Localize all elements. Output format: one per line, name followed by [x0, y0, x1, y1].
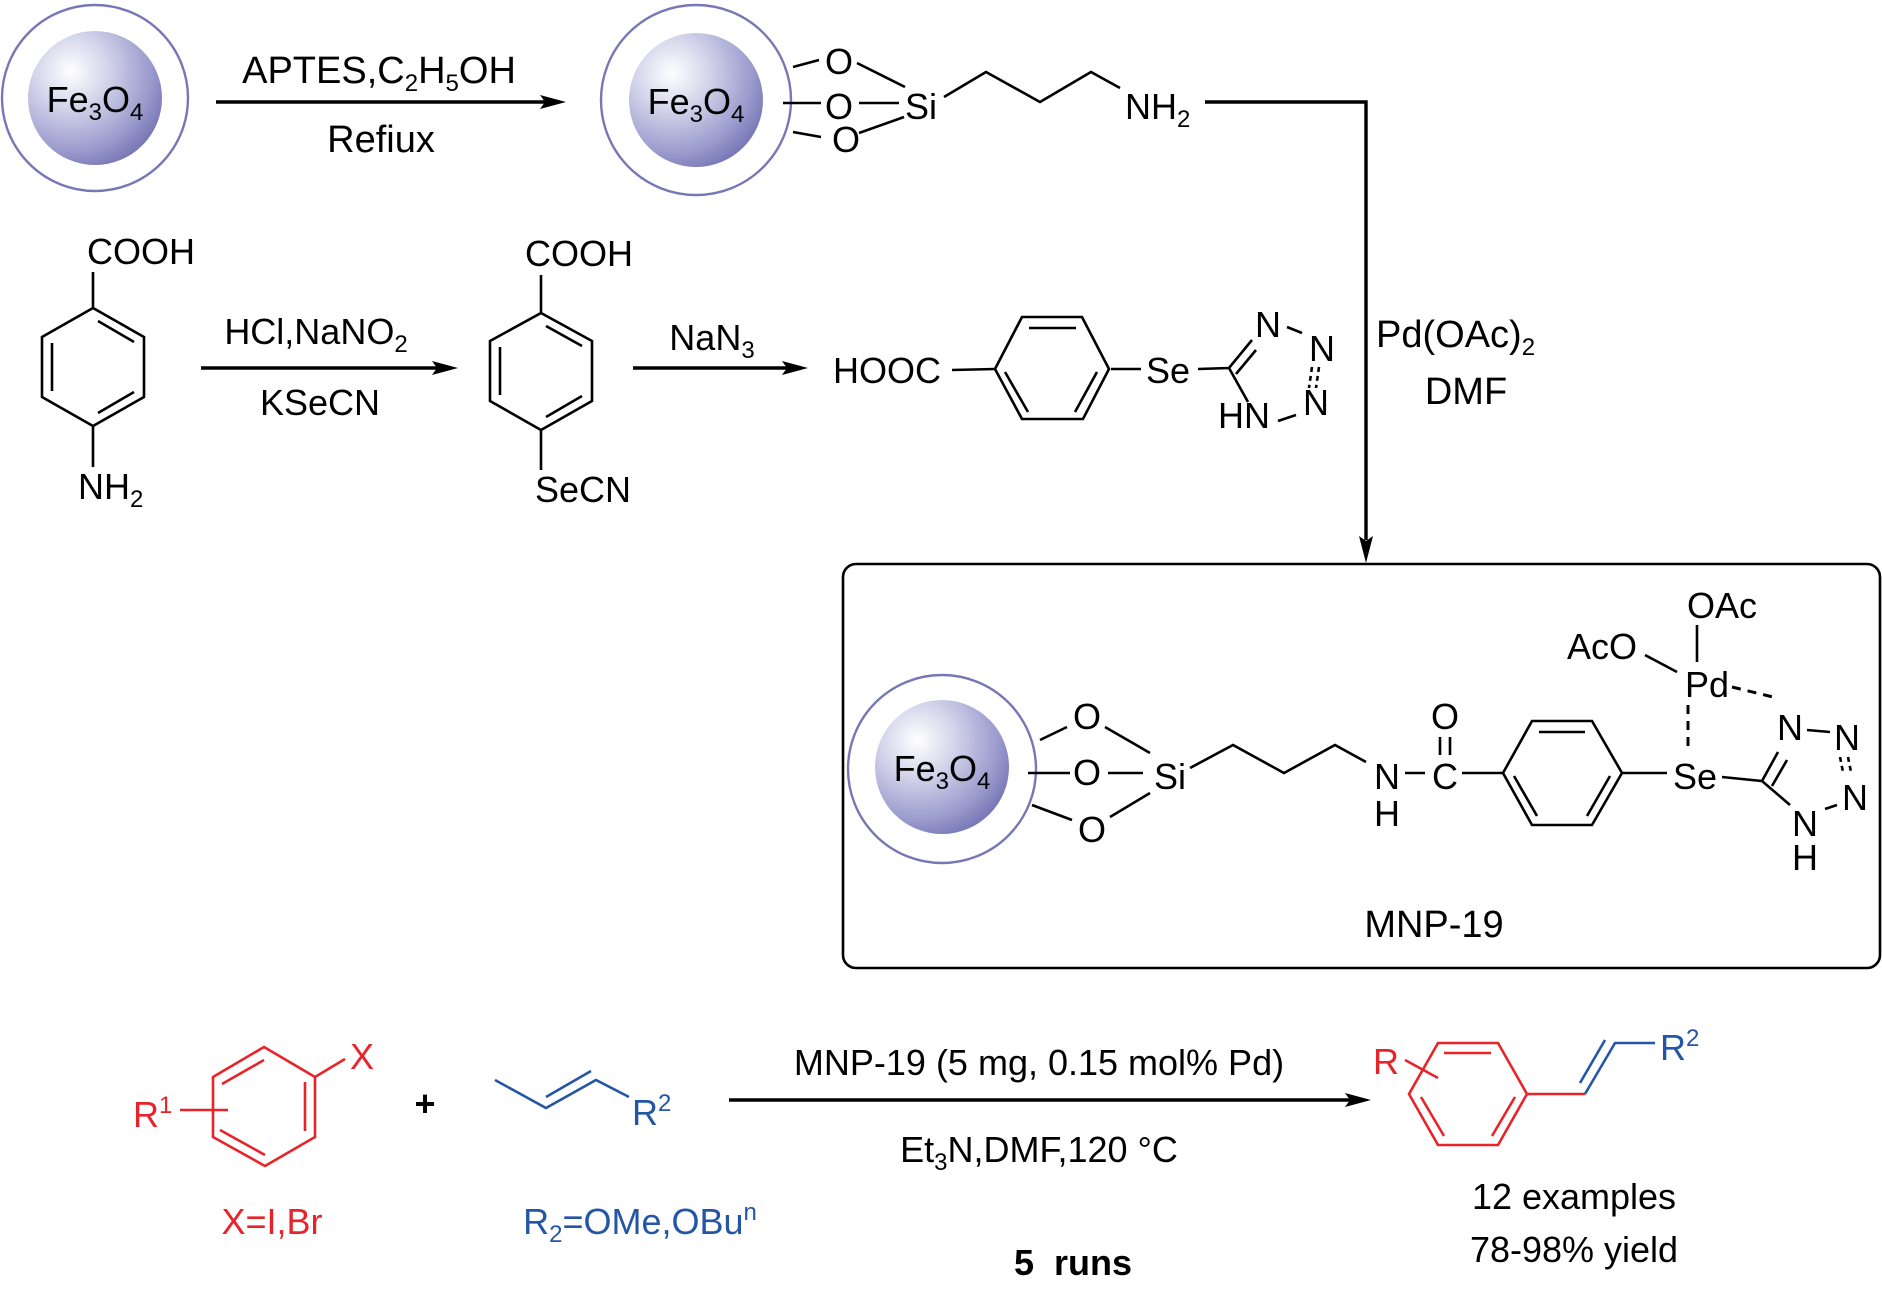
aminobenzoic-acid: COOH NH2: [40, 231, 195, 513]
step2-reagents-below: KSeCN: [260, 382, 380, 423]
alkene-definition: R2=OMe,OBun: [523, 1199, 757, 1248]
halide-definition: X=I,Br: [221, 1201, 322, 1242]
arrowhead: [1345, 1093, 1371, 1107]
catalyst-mnp19-box: Fe3O4 O O O Si N H C O Se Pd OAc AcO N N…: [841, 562, 1882, 970]
benzene-ring: [993, 315, 1111, 421]
heck-conditions-below: Et3N,DMF,120 °C: [900, 1129, 1178, 1176]
carbonyl-oxygen: O: [1431, 696, 1459, 737]
step3-arrow: NaN3: [633, 317, 808, 375]
nitrogen-atom: N: [1777, 707, 1803, 748]
benzene-ring: [1501, 719, 1624, 827]
tetrazole-bonds: [1721, 728, 1838, 811]
fe3o4-label: Fe3O4: [47, 79, 144, 126]
core-sphere: [28, 31, 162, 165]
amine-group: NH2: [1125, 86, 1190, 133]
oxygen-atom: O: [832, 119, 860, 160]
coupling-reagent-line1: Pd(OAc)2: [1376, 314, 1535, 361]
acetate-label: OAc: [1687, 585, 1757, 626]
propyl-chain: [1189, 743, 1367, 775]
silicon-atom: Si: [1154, 756, 1186, 797]
r-label: R: [1373, 1041, 1399, 1082]
shell-ring: [0, 3, 190, 193]
carboxyl-label: HOOC: [833, 350, 941, 391]
catalyst-frame: [841, 562, 1882, 970]
benzene-ring: [488, 311, 594, 432]
nitrogen-atom: N: [1309, 328, 1335, 369]
heck-arrow: MNP-19 (5 mg, 0.15 mol% Pd) Et3N,DMF,120…: [729, 1042, 1371, 1283]
step1-reagents-below: Refiux: [327, 119, 435, 161]
r2-label: R2: [1660, 1025, 1699, 1068]
core-sphere: [629, 33, 763, 167]
nitrogen-atom: N: [1792, 803, 1818, 844]
oxygen-atom: O: [1078, 809, 1106, 850]
step2-arrow: HCl,NaNO2 KSeCN: [201, 311, 458, 423]
shell-ring: [846, 673, 1038, 865]
nh-group: HN: [1218, 395, 1270, 436]
amide-nitrogen: N: [1374, 756, 1400, 797]
amine-label: NH2: [78, 466, 143, 513]
arrowhead: [540, 95, 566, 109]
nitrogen-atom: N: [1834, 717, 1860, 758]
oxygen-atom: O: [1073, 696, 1101, 737]
plus-sign: +: [414, 1083, 435, 1124]
siloxane-bonds: [1028, 725, 1151, 822]
pd-n-coordination: [1731, 685, 1778, 700]
selenium-atom: Se: [1673, 756, 1717, 797]
carboxyl-label: COOH: [87, 231, 195, 272]
nitrogen-atom: N: [1303, 382, 1329, 423]
arrowhead: [782, 361, 808, 375]
palladium-atom: Pd: [1685, 664, 1729, 705]
core-sphere: [875, 700, 1009, 834]
r2-label: R2: [632, 1090, 671, 1133]
examples-count: 12 examples: [1472, 1176, 1676, 1217]
fe3o4-nanoparticle-start: Fe3O4: [0, 3, 190, 193]
step2-reagents-above: HCl,NaNO2: [224, 311, 407, 358]
carboxyl-label: COOH: [525, 233, 633, 274]
catalyst-name: MNP-19: [1364, 904, 1503, 946]
aptes-functionalized-nanoparticle: Fe3O4 O O O Si NH2: [599, 3, 1190, 197]
arrowhead: [432, 361, 458, 375]
acetate-label: AcO: [1567, 626, 1637, 667]
propyl-chain: [943, 70, 1121, 104]
hydrogen-atom: H: [1792, 837, 1818, 878]
r1-label: R1: [133, 1092, 172, 1135]
heck-product: R R2 12 examples 78-98% yield: [1373, 1025, 1699, 1270]
carbonyl-carbon: C: [1432, 756, 1458, 797]
step1-reagents-above: APTES,C2H5OH: [242, 50, 516, 97]
silicon-atom: Si: [905, 86, 937, 127]
siloxane-bonds: [783, 58, 906, 139]
nitrogen-atom: N: [1255, 304, 1281, 345]
tetrazolylselanyl-benzoic-acid: HOOC Se N N N HN: [833, 304, 1335, 436]
coupling-reagent-line2: DMF: [1425, 371, 1507, 413]
coupling-arrow: Pd(OAc)2 DMF: [1205, 100, 1535, 563]
nitrogen-atom: N: [1842, 777, 1868, 818]
arrowhead: [1359, 536, 1373, 563]
benzene-ring: [211, 1045, 317, 1168]
fe3o4-label: Fe3O4: [894, 748, 991, 795]
oxygen-atom: O: [825, 86, 853, 127]
recycle-runs: 5 runs: [1014, 1242, 1132, 1283]
tetrazole-bonds: [1197, 325, 1303, 423]
step3-reagent: NaN3: [669, 317, 754, 364]
alkene-reactant: R2 R2=OMe,OBun: [494, 1069, 757, 1248]
aryl-halide: X R1 X=I,Br: [133, 1036, 374, 1242]
oxygen-atom: O: [825, 41, 853, 82]
benzene-ring: [40, 306, 146, 428]
amide-hydrogen: H: [1374, 793, 1400, 834]
halide-x-label: X: [350, 1036, 374, 1077]
heck-conditions-above: MNP-19 (5 mg, 0.15 mol% Pd): [794, 1042, 1284, 1083]
shell-ring: [599, 3, 793, 197]
selenocyanate-label: SeCN: [535, 469, 631, 510]
oxygen-atom: O: [1073, 752, 1101, 793]
selenocyanato-benzoic-acid: COOH SeCN: [488, 233, 633, 510]
step1-arrow: APTES,C2H5OH Refiux: [216, 50, 566, 161]
selenium-atom: Se: [1146, 350, 1190, 391]
fe3o4-label: Fe3O4: [648, 81, 745, 128]
yield-range: 78-98% yield: [1470, 1229, 1678, 1270]
benzene-ring: [1407, 1041, 1529, 1147]
